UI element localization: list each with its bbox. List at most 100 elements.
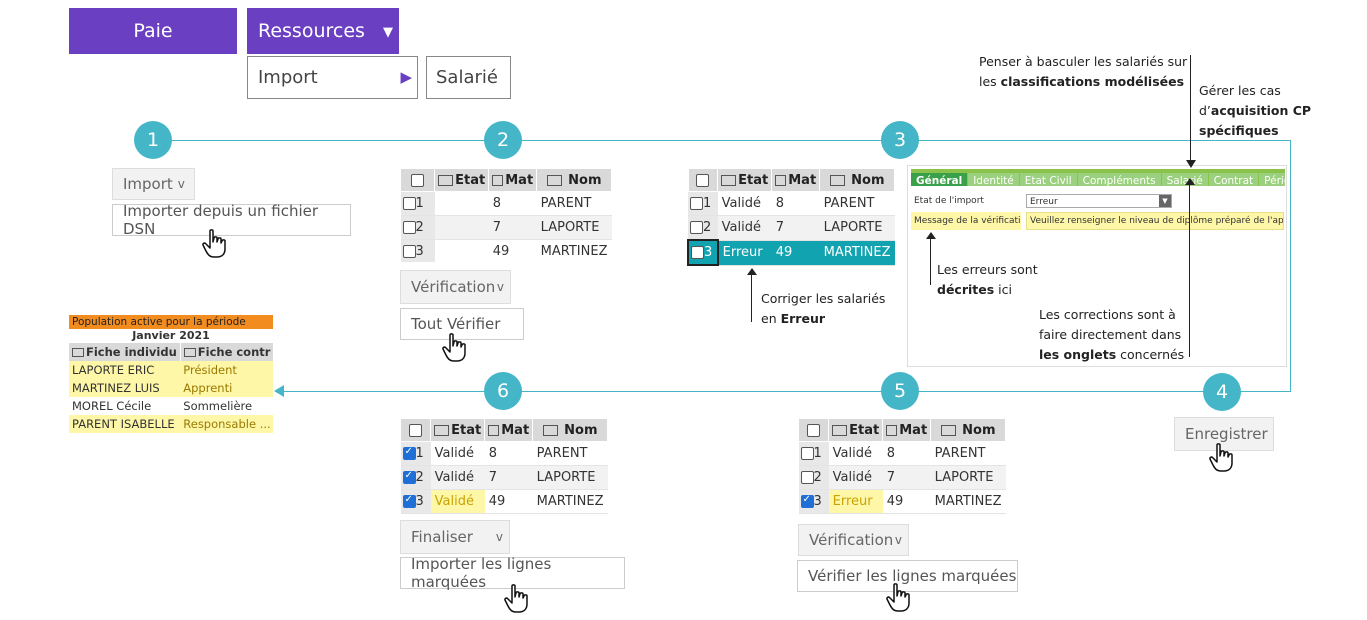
arrow-left-icon bbox=[274, 385, 284, 397]
row-checkbox[interactable] bbox=[690, 197, 703, 210]
tab-etat-civil[interactable]: Etat Civil bbox=[1019, 173, 1077, 186]
hand-pointer-icon bbox=[202, 229, 226, 258]
population-title: Population active pour la période bbox=[69, 315, 273, 329]
import-dropdown[interactable]: Import v bbox=[112, 168, 195, 200]
menu-paie[interactable]: Paie bbox=[69, 8, 237, 54]
step-5-circle: 5 bbox=[881, 372, 919, 410]
row-checkbox[interactable] bbox=[402, 494, 416, 508]
select-all-checkbox[interactable] bbox=[687, 168, 719, 192]
verification-label: Vérification bbox=[411, 278, 496, 296]
hand-pointer-icon bbox=[504, 584, 528, 613]
menu-import-label: Import bbox=[258, 67, 318, 88]
row-checkbox[interactable] bbox=[402, 446, 416, 460]
row-checkbox[interactable] bbox=[800, 471, 814, 484]
col-etat[interactable]: Etat bbox=[430, 418, 486, 442]
row-checkbox[interactable] bbox=[800, 447, 814, 460]
row-checkbox[interactable] bbox=[402, 197, 416, 210]
caret-down-icon: ▼ bbox=[383, 25, 393, 40]
importer-lignes-button[interactable]: Importer les lignes marquées bbox=[400, 555, 625, 591]
importer-lignes-label: Importer les lignes marquées bbox=[411, 555, 552, 591]
tab-contrat[interactable]: Contrat bbox=[1208, 173, 1259, 186]
verification-dropdown[interactable]: Vérification v bbox=[798, 524, 909, 556]
etat-import-select[interactable]: Erreur ▼ bbox=[1026, 194, 1172, 208]
menu-salarie[interactable]: Salarié bbox=[426, 56, 511, 99]
hand-pointer-icon bbox=[442, 333, 466, 362]
row-checkbox[interactable] bbox=[402, 221, 416, 234]
chevron-down-icon: v bbox=[495, 530, 503, 544]
col-mat[interactable]: Mat bbox=[771, 168, 821, 192]
row-checkbox[interactable] bbox=[402, 470, 416, 484]
col-nom[interactable]: Nom bbox=[532, 418, 608, 442]
tab-complements[interactable]: Compléments bbox=[1077, 173, 1161, 186]
select-all-checkbox[interactable] bbox=[400, 418, 432, 442]
arrow-up-icon bbox=[747, 268, 757, 275]
finaliser-dropdown[interactable]: Finaliser v bbox=[400, 520, 510, 554]
col-fiche-contrat[interactable]: Fiche contr bbox=[180, 343, 273, 361]
row-checkbox[interactable] bbox=[691, 246, 704, 259]
chevron-down-icon: v bbox=[177, 177, 185, 191]
col-nom[interactable]: Nom bbox=[536, 168, 612, 192]
col-nom[interactable]: Nom bbox=[819, 168, 895, 192]
col-mat[interactable]: Mat bbox=[484, 418, 534, 442]
tab-salarie[interactable]: Salarié bbox=[1161, 173, 1208, 186]
col-mat[interactable]: Mat bbox=[488, 168, 538, 192]
note-erreurs: Les erreurs sont décrites ici bbox=[937, 262, 1038, 297]
col-etat[interactable]: Etat bbox=[828, 418, 884, 442]
step-3-circle: 3 bbox=[881, 121, 919, 159]
arrow-down-icon bbox=[1186, 160, 1196, 168]
tab-general[interactable]: Général bbox=[911, 173, 968, 186]
enregistrer-button[interactable]: Enregistrer bbox=[1174, 417, 1274, 451]
row-checkbox[interactable] bbox=[690, 221, 703, 234]
col-nom[interactable]: Nom bbox=[930, 418, 1006, 442]
col-mat[interactable]: Mat bbox=[882, 418, 932, 442]
flow-line-right bbox=[1290, 140, 1291, 392]
tab-identite[interactable]: Identité bbox=[968, 173, 1019, 186]
select-all-checkbox[interactable] bbox=[798, 418, 830, 442]
message-verification-value: Veuillez renseigner le niveau de diplôme… bbox=[1026, 212, 1284, 230]
row-checkbox[interactable] bbox=[402, 245, 416, 258]
chevron-down-icon: v bbox=[496, 280, 504, 294]
import-dsn-button[interactable]: Importer depuis un fichier DSN bbox=[112, 202, 351, 238]
pointer-line bbox=[1190, 55, 1191, 161]
verification-dropdown[interactable]: Vérification v bbox=[400, 270, 511, 304]
verifier-lignes-button[interactable]: Vérifier les lignes marquées bbox=[797, 560, 1018, 592]
tout-verifier-button[interactable]: Tout Vérifier bbox=[400, 308, 524, 340]
col-fiche-individu[interactable]: Fiche individu bbox=[69, 343, 181, 361]
row-checkbox[interactable] bbox=[800, 494, 814, 508]
menu-ressources[interactable]: Ressources ▼ bbox=[247, 8, 399, 54]
arrow-up-icon bbox=[1185, 178, 1195, 185]
note-basculer: Penser à basculer les salariés sur les c… bbox=[979, 54, 1188, 89]
etat-import-value: Erreur bbox=[1030, 197, 1058, 207]
col-etat[interactable]: Etat bbox=[717, 168, 773, 192]
arrow-up-icon bbox=[926, 232, 936, 239]
caret-right-icon: ▶ bbox=[400, 68, 412, 86]
enregistrer-label: Enregistrer bbox=[1185, 425, 1268, 443]
chevron-down-icon: v bbox=[894, 533, 902, 547]
select-all-checkbox[interactable] bbox=[400, 168, 436, 192]
col-etat[interactable]: Etat bbox=[434, 168, 490, 192]
message-verification-label: Message de la vérification bbox=[911, 212, 1021, 230]
tab-periode[interactable]: Période bbox=[1259, 173, 1285, 186]
menu-import[interactable]: Import ▶ bbox=[247, 56, 418, 99]
